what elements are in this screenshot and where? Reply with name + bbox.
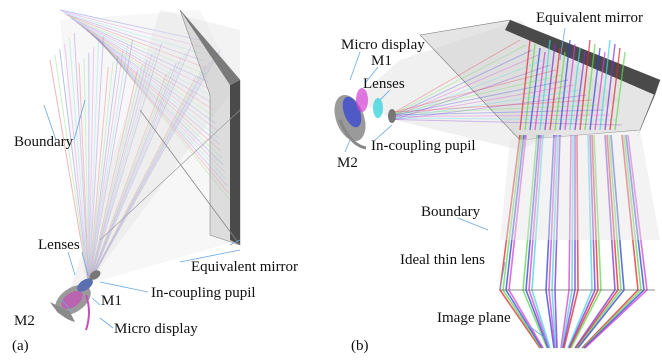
label-equivalent-mirror-b: Equivalent mirror (536, 10, 643, 26)
label-micro-display-b: Micro display (341, 37, 425, 53)
label-m1-a: M1 (101, 293, 122, 309)
label-in-coupling-pupil-a: In-coupling pupil (151, 285, 256, 301)
label-equivalent-mirror-a: Equivalent mirror (191, 259, 298, 275)
label-ideal-thin-lens-b: Ideal thin lens (400, 252, 485, 268)
label-in-coupling-pupil-b: In-coupling pupil (371, 138, 476, 154)
label-boundary-b: Boundary (421, 204, 481, 220)
panel-a: Boundary Lenses Equivalent mirror In-cou… (12, 10, 298, 354)
label-lenses-b: Lenses (363, 76, 405, 92)
label-image-plane-b: Image plane (437, 310, 511, 326)
panel-label-a: (a) (12, 338, 29, 354)
label-boundary-a: Boundary (14, 134, 74, 150)
label-lenses-a: Lenses (38, 237, 80, 253)
panel-b: Equivalent mirror Micro display M1 Lense… (329, 10, 660, 354)
label-m1-b: M1 (371, 53, 392, 69)
label-micro-display-a: Micro display (114, 321, 198, 337)
panel-label-b: (b) (351, 338, 369, 354)
label-m2-a: M2 (14, 313, 35, 329)
boundary-plane-b (500, 130, 660, 240)
label-m2-b: M2 (337, 155, 358, 171)
